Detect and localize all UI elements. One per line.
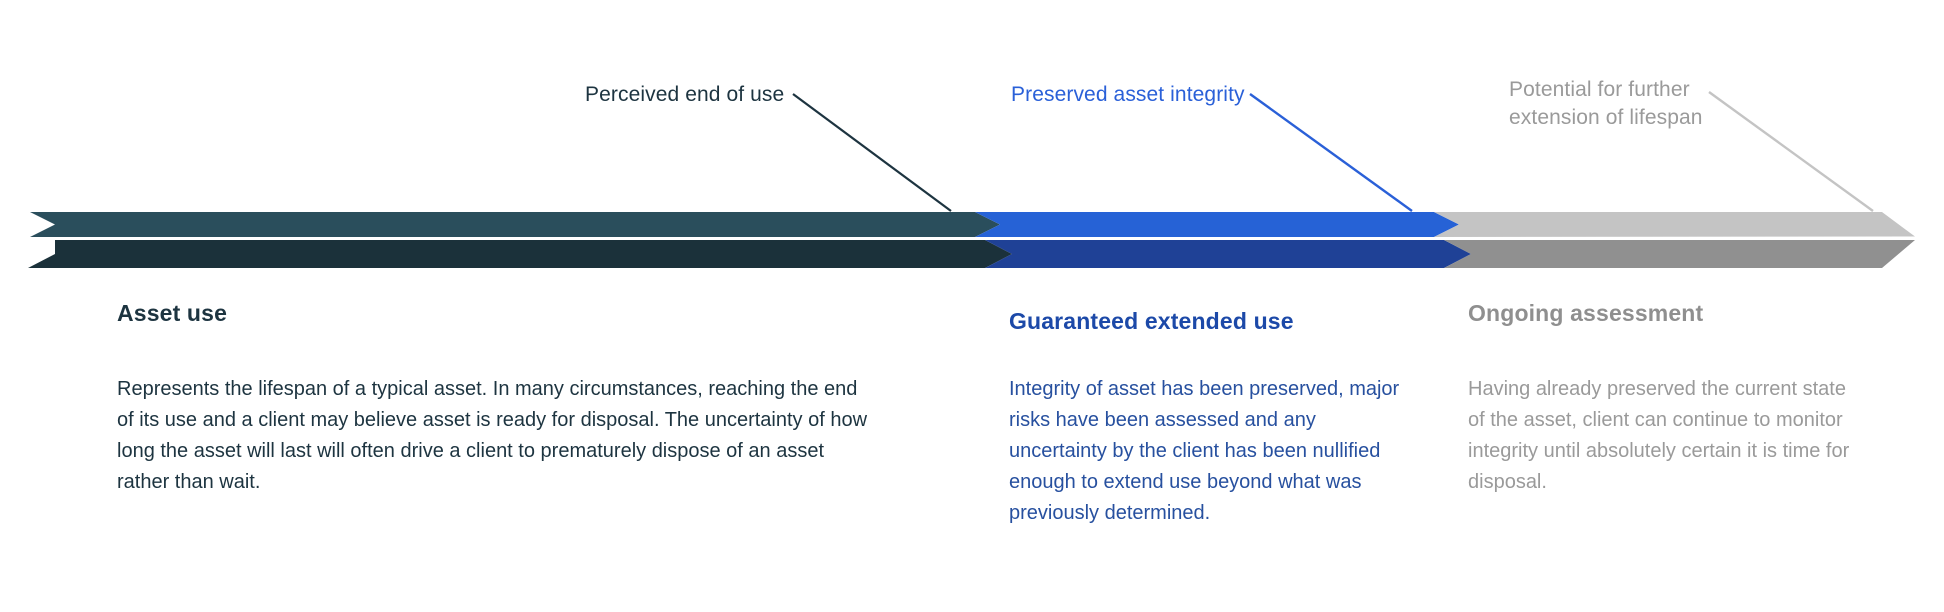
band-segment-ongoing-assessment-bottom — [1444, 240, 1915, 268]
callout-label-perceived-end-of-use: Perceived end of use — [585, 83, 785, 106]
band-segment-asset-use-bottom — [28, 240, 1012, 268]
band-segment-asset-use-top — [30, 212, 1000, 237]
band-segment-guaranteed-extended-use-top — [975, 212, 1459, 237]
section-body-guaranteed-extended-use: Integrity of asset has been preserved, m… — [1009, 378, 1400, 524]
band-segment-guaranteed-extended-use-bottom — [985, 240, 1471, 268]
section-body-asset-use: Represents the lifespan of a typical ass… — [117, 378, 868, 493]
section-heading-guaranteed-extended-use: Guaranteed extended use — [1009, 308, 1294, 334]
band-segment-ongoing-assessment-top — [1434, 212, 1915, 237]
callout-label-preserved-asset-integrity: Preserved asset integrity — [1011, 83, 1245, 106]
leader-line-perceived-end-of-use — [792, 93, 952, 212]
leader-line-potential-extension — [1708, 91, 1874, 212]
section-heading-asset-use: Asset use — [117, 300, 228, 326]
section-body-ongoing-assessment: Having already preserved the current sta… — [1468, 378, 1850, 493]
callout-label-potential-extension: Potential for further extension of lifes… — [1509, 78, 1703, 129]
section-heading-ongoing-assessment: Ongoing assessment — [1468, 300, 1704, 326]
leader-line-preserved-asset-integrity — [1249, 93, 1413, 212]
section-guaranteed-extended-use: Guaranteed extended use Integrity of ass… — [1009, 308, 1409, 529]
section-ongoing-assessment: Ongoing assessment Having already preser… — [1468, 300, 1868, 498]
section-asset-use: Asset use Represents the lifespan of a t… — [117, 300, 877, 498]
